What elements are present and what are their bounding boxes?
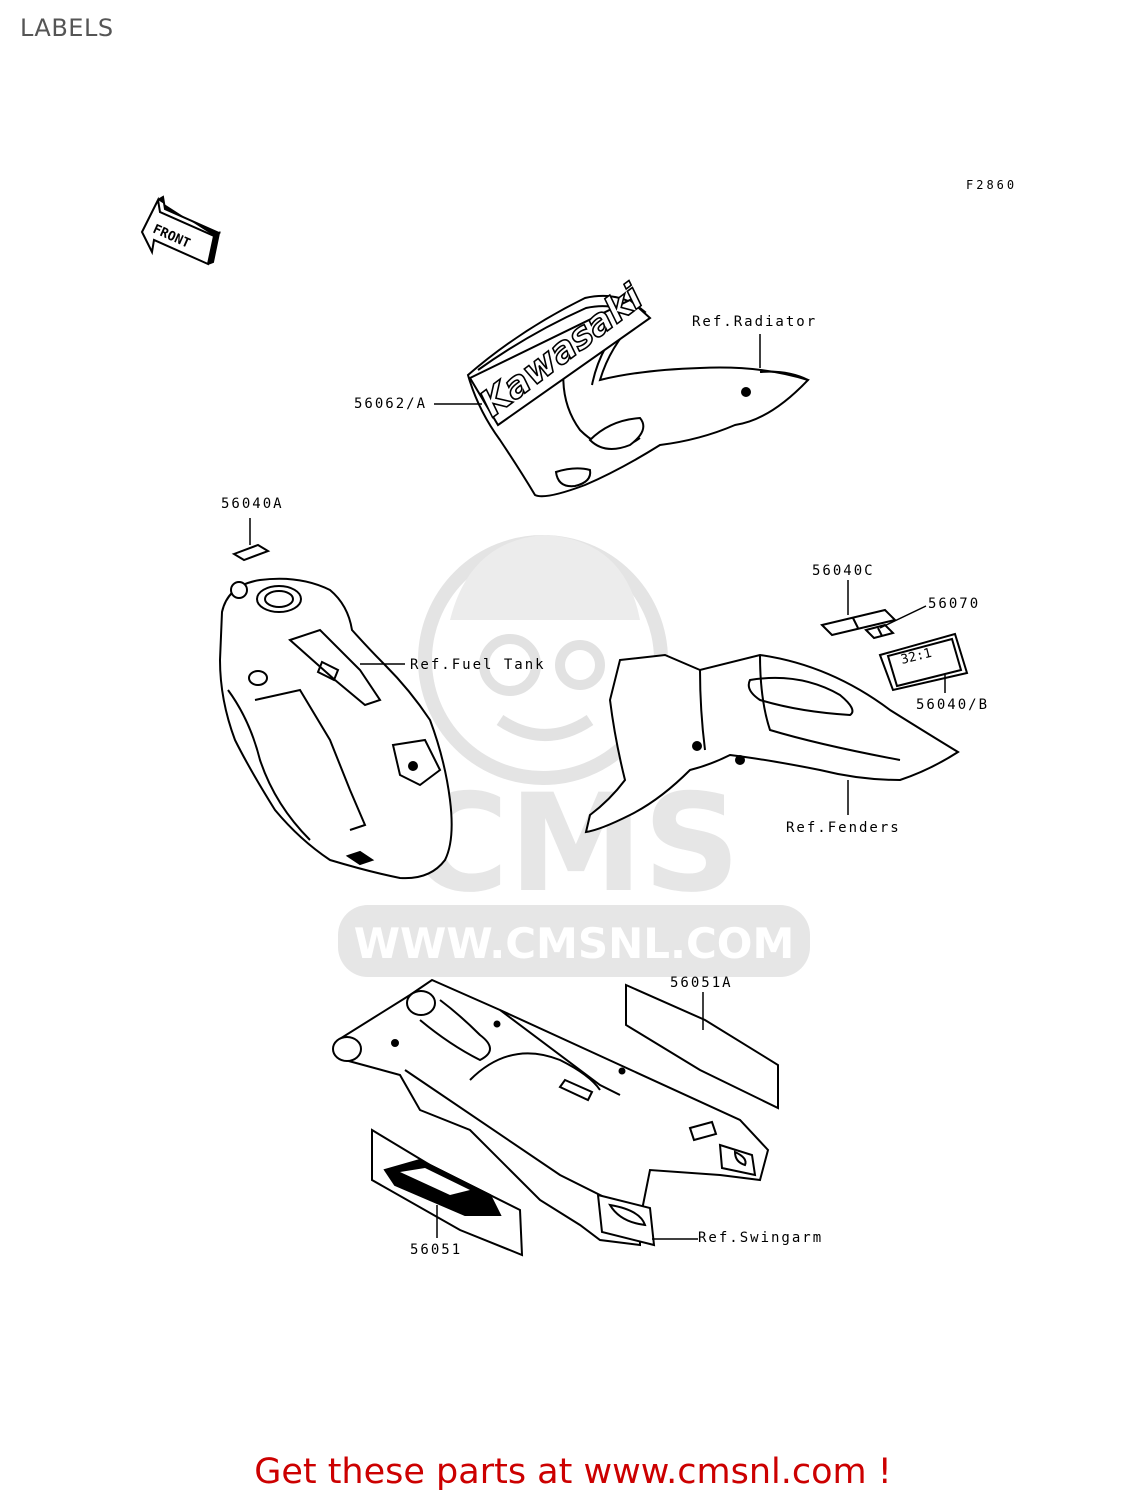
watermark-brand: CMS xyxy=(410,765,741,922)
swingarm-drawing xyxy=(332,978,770,1247)
swingarm-decals-drawing xyxy=(371,983,779,1257)
front-direction-arrow: FRONT xyxy=(140,195,222,266)
page-heading: LABELS xyxy=(20,14,114,42)
fuel-tank-drawing xyxy=(218,577,453,880)
callout-56062-a: 56062/A xyxy=(354,396,428,412)
fuel-tank-label-drawing xyxy=(231,543,271,562)
radiator-leader-lines xyxy=(434,334,761,405)
callout-56040c: 56040C xyxy=(812,563,875,579)
fender-decal-ratio: 32:1 xyxy=(899,646,933,668)
radiator-shroud-drawing: Kawasaki xyxy=(466,276,810,498)
callout-56040-b: 56040/B xyxy=(916,697,990,713)
callout-ref-radiator: Ref.Radiator xyxy=(692,314,818,330)
callout-56040a: 56040A xyxy=(221,496,284,512)
swingarm-leader-lines xyxy=(436,992,704,1240)
footer-call-to-action[interactable]: Get these parts at www.cmsnl.com ! xyxy=(254,1452,892,1492)
callout-ref-fuel-tank: Ref.Fuel Tank xyxy=(410,657,546,673)
figure-code: F2860 xyxy=(966,178,1018,192)
rear-fender-drawing xyxy=(584,653,960,834)
watermark-url: WWW.CMSNL.COM xyxy=(354,919,795,968)
callout-56070: 56070 xyxy=(928,596,981,612)
callout-56051a: 56051A xyxy=(670,975,733,991)
callout-56051: 56051 xyxy=(410,1242,463,1258)
fuel-tank-leader-lines xyxy=(249,518,405,665)
callout-ref-fenders: Ref.Fenders xyxy=(786,820,901,836)
fender-leader-lines xyxy=(847,580,946,815)
callout-ref-swingarm: Ref.Swingarm xyxy=(698,1230,824,1246)
